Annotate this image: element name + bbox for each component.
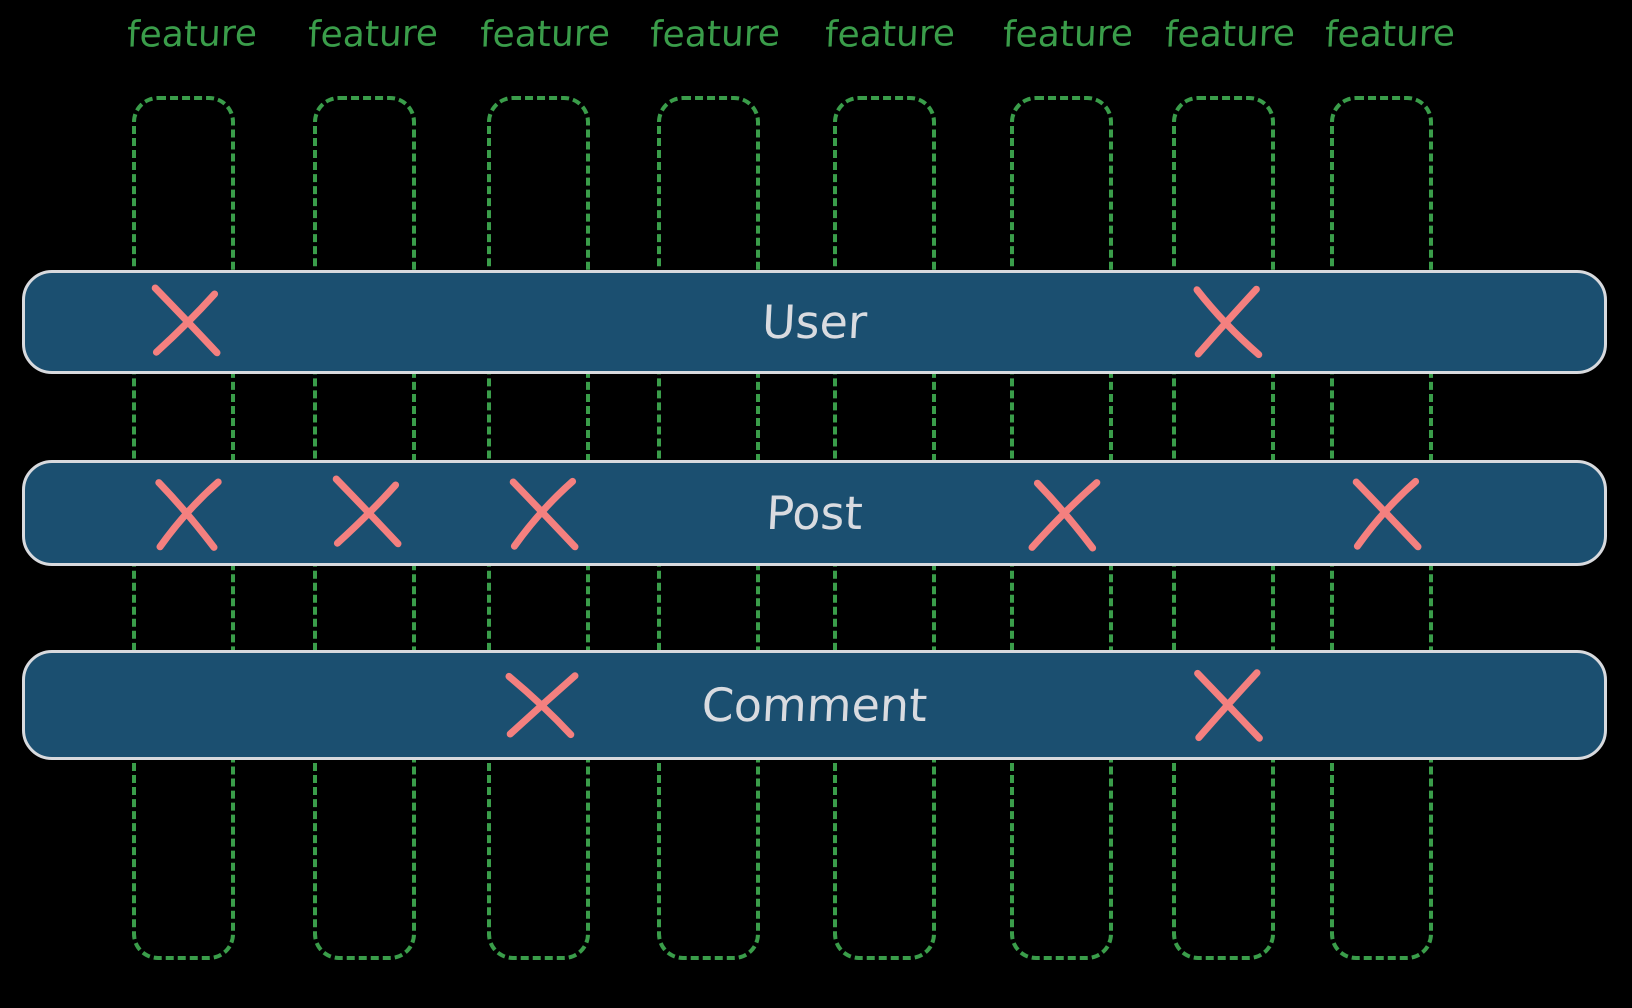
cell-mark-post-col3 xyxy=(505,476,579,551)
entity-row-label: User xyxy=(760,295,869,349)
entity-row-comment[interactable]: Comment xyxy=(22,650,1607,760)
cell-mark-comment-col7 xyxy=(1190,668,1264,742)
cell-mark-post-col6 xyxy=(1028,476,1102,552)
column-label-3: feature xyxy=(479,13,611,56)
entity-row-user[interactable]: User xyxy=(22,270,1607,374)
entity-row-label: Post xyxy=(764,486,865,540)
cell-mark-post-col8 xyxy=(1348,476,1422,551)
cell-mark-user-col7 xyxy=(1190,285,1264,359)
column-label-1: feature xyxy=(126,13,258,56)
column-label-2: feature xyxy=(307,13,439,56)
entity-row-post[interactable]: Post xyxy=(22,460,1607,566)
column-label-5: feature xyxy=(824,13,956,56)
cell-mark-comment-col3 xyxy=(505,668,579,742)
cell-mark-user-col1 xyxy=(150,284,224,359)
cell-mark-post-col2 xyxy=(331,475,405,550)
column-label-4: feature xyxy=(649,13,781,56)
column-label-8: feature xyxy=(1324,13,1456,56)
entity-row-label: Comment xyxy=(700,678,929,732)
cell-mark-post-col1 xyxy=(150,476,224,551)
